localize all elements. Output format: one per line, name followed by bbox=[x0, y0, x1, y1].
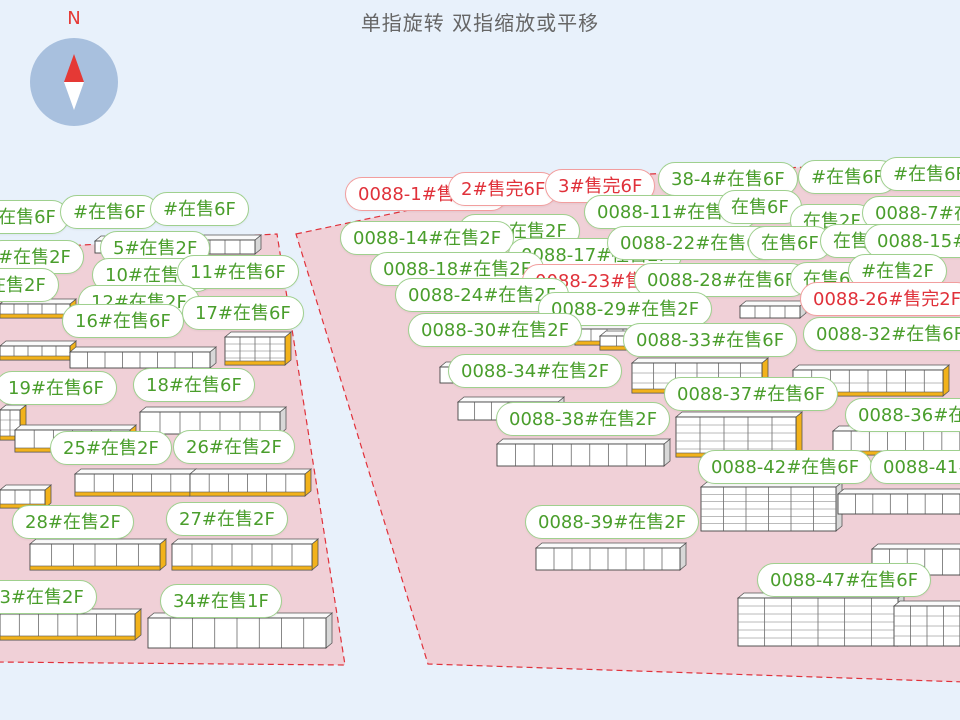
building-block[interactable] bbox=[28, 538, 168, 571]
building-label-l-a[interactable]: #在售6F bbox=[0, 200, 69, 234]
building-label-l-b[interactable]: #在售6F bbox=[60, 195, 159, 229]
building-label-l-19[interactable]: 19#在售6F bbox=[0, 371, 117, 405]
building-block[interactable] bbox=[699, 481, 844, 532]
building-block[interactable] bbox=[738, 300, 808, 319]
building-label-0088-28[interactable]: 0088-28#在售6F bbox=[634, 263, 809, 297]
building-label-l-34[interactable]: 34#在售1F bbox=[160, 584, 282, 618]
building-label-0088-26[interactable]: 0088-26#售完2F bbox=[800, 282, 960, 316]
building-block[interactable] bbox=[836, 488, 960, 515]
building-label-0088-10[interactable]: 在售6F bbox=[718, 190, 802, 224]
building-label-0088-15[interactable]: 0088-15#在售2F bbox=[864, 224, 960, 258]
building-label-l-18[interactable]: 18#在售6F bbox=[133, 368, 255, 402]
building-block[interactable] bbox=[0, 608, 143, 641]
building-label-0088-41[interactable]: 0088-41# bbox=[870, 450, 960, 484]
building-label-l-27[interactable]: 27#在售2F bbox=[166, 502, 288, 536]
building-label-0088-39[interactable]: 0088-39#在售2F bbox=[525, 505, 700, 539]
building-label-0088-2[interactable]: 2#售完6F bbox=[448, 172, 559, 206]
building-block[interactable] bbox=[223, 331, 293, 366]
gesture-hint: 单指旋转 双指缩放或平移 bbox=[360, 11, 600, 35]
building-label-l-26[interactable]: 26#在售2F bbox=[173, 430, 295, 464]
building-label-l-e[interactable]: 在售2F bbox=[0, 268, 59, 302]
building-block[interactable] bbox=[892, 600, 960, 647]
building-block[interactable] bbox=[495, 438, 672, 467]
building-label-0088-6[interactable]: #在售6F bbox=[880, 157, 960, 191]
building-block[interactable] bbox=[68, 346, 218, 369]
building-label-0088-34[interactable]: 0088-34#在售2F bbox=[448, 354, 623, 388]
building-block[interactable] bbox=[170, 538, 320, 571]
building-label-l-17[interactable]: 17#在售6F bbox=[182, 296, 304, 330]
building-label-l-33[interactable]: 33#在售2F bbox=[0, 580, 97, 614]
compass-icon bbox=[30, 38, 118, 126]
building-block[interactable] bbox=[534, 542, 688, 571]
building-block[interactable] bbox=[188, 468, 313, 497]
building-label-0088-37[interactable]: 0088-37#在售6F bbox=[664, 377, 839, 411]
building-block[interactable] bbox=[0, 340, 78, 361]
building-label-l-11[interactable]: 11#在售6F bbox=[177, 255, 299, 289]
building-label-l-c[interactable]: #在售6F bbox=[150, 192, 249, 226]
building-label-l-25[interactable]: 25#在售2F bbox=[50, 431, 172, 465]
building-label-l-5[interactable]: 5#在售2F bbox=[100, 231, 211, 265]
building-block[interactable] bbox=[73, 468, 198, 497]
building-label-0088-14[interactable]: 0088-14#在售2F bbox=[340, 221, 515, 255]
building-label-0088-36[interactable]: 0088-36#在售 bbox=[845, 398, 960, 432]
building-label-0088-24[interactable]: 0088-24#在售2F bbox=[395, 278, 570, 312]
building-label-0088-47[interactable]: 0088-47#在售6F bbox=[757, 563, 932, 597]
building-label-0088-11[interactable]: 0088-11#在售6F bbox=[584, 195, 759, 229]
building-label-0088-42[interactable]: 0088-42#在售6F bbox=[698, 450, 873, 484]
building-label-0088-38[interactable]: 0088-38#在售2F bbox=[496, 402, 671, 436]
compass-north-label: N bbox=[67, 8, 81, 29]
building-block[interactable] bbox=[736, 592, 906, 647]
building-label-l-16[interactable]: 16#在售6F bbox=[62, 304, 184, 338]
compass[interactable]: N bbox=[28, 8, 120, 130]
building-label-0088-33[interactable]: 0088-33#在售6F bbox=[623, 323, 798, 357]
building-block[interactable] bbox=[138, 406, 288, 435]
building-label-0088-30[interactable]: 0088-30#在售2F bbox=[408, 313, 583, 347]
building-label-l-28[interactable]: 28#在售2F bbox=[12, 505, 134, 539]
building-label-0088-32[interactable]: 0088-32#在售6F bbox=[803, 317, 960, 351]
